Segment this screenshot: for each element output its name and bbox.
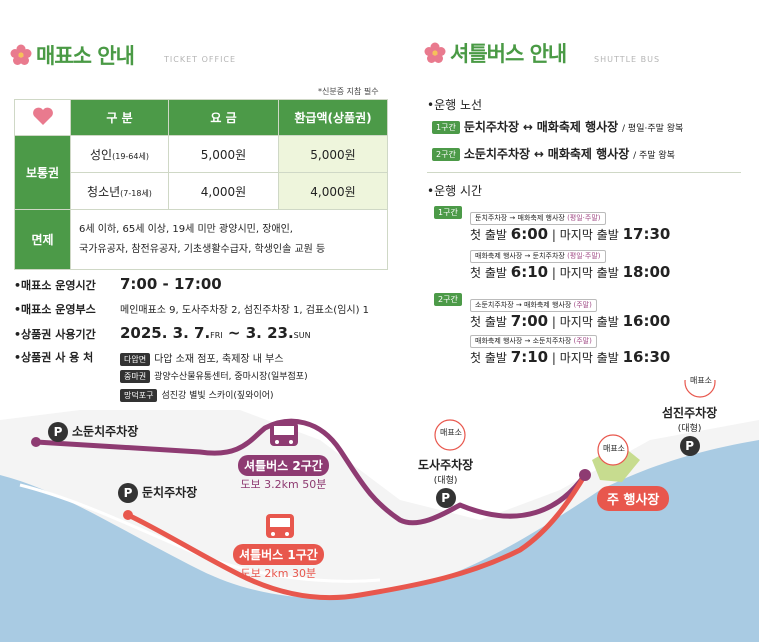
shuttle-section-title: 셔틀버스 안내: [450, 42, 567, 66]
route-map: [0, 380, 759, 642]
period-end: 3. 23.: [245, 324, 294, 342]
bus-2-icon: [270, 422, 298, 446]
bus-1-icon: [266, 514, 294, 538]
ticket-section-subtitle: TICKET OFFICE: [164, 55, 237, 64]
river: [0, 440, 759, 642]
period-sep: ~: [222, 324, 246, 342]
youth-label: 청소년(7-18세): [70, 172, 169, 210]
route-1-line: [125, 472, 588, 601]
dosa-parking: 도사주차장 (대형) P: [418, 456, 473, 508]
table-corner: [14, 99, 71, 136]
hours-value: 7:00 - 17:00: [120, 275, 222, 293]
divider: [427, 172, 741, 173]
adult-fee: 5,000원: [168, 135, 279, 173]
exempt-label: 면제: [14, 209, 71, 270]
schedule-2-tag: 2구간: [434, 293, 462, 306]
voucher-period-label: •상품권 사용기간: [14, 328, 96, 341]
schedule-1-leg-2: 매화축제 행사장 → 둔치주차장 (평일·주말) 첫 출발 6:10 | 마지막…: [470, 250, 671, 281]
adult-refund: 5,000원: [278, 135, 388, 173]
shuttle-section-subtitle: SHUTTLE BUS: [594, 55, 661, 64]
youth-fee: 4,000원: [168, 172, 279, 210]
bus-2-info: 셔틀버스 2구간 도보 3.2km 50분: [238, 455, 329, 492]
map-pin-icon: [597, 434, 629, 466]
schedule-1-leg-1: 둔치주차장 → 매화축제 행사장 (평일·주말) 첫 출발 6:00 | 마지막…: [470, 212, 671, 243]
venue-marker: [579, 469, 591, 481]
booth-label: •매표소 운영부스: [14, 303, 96, 316]
voucher-places-label: •상품권 사 용 처: [14, 351, 94, 364]
route-heading: •운행 노선: [427, 98, 483, 112]
booth-row: •매표소 운영부스 메인매표소 9, 도사주차장 2, 섬진주차장 1, 검표소(…: [14, 301, 369, 317]
period-end-day: SUN: [293, 331, 311, 340]
period-start: 2025. 3. 7.: [120, 324, 211, 342]
schedule-1-tag: 1구간: [434, 206, 462, 219]
ticket-price-table: 구 분 요 금 환급액(상품권) 보통권 성인(19-64세) 5,000원 5…: [14, 99, 388, 270]
schedule-2-leg-2: 매화축제 행사장 → 소둔치주차장 (주말) 첫 출발 7:10 | 마지막 출…: [470, 335, 671, 366]
time-heading: •운행 시간: [427, 184, 483, 198]
ticket-pin-dosa: 매표소: [439, 428, 463, 437]
hours-label: •매표소 운영시간: [14, 279, 96, 292]
plum-flower-icon: [10, 44, 32, 65]
plum-flower-icon: [424, 42, 446, 63]
ticket-section-title: 매표소 안내: [36, 44, 135, 68]
general-ticket-label: 보통권: [14, 135, 71, 210]
bus-1-info: 셔틀버스 1구간 도보 2km 30분: [233, 544, 324, 581]
route-2-line: [33, 418, 463, 526]
adult-label: 성인(19-64세): [70, 135, 169, 173]
sodunchi-marker: [31, 437, 41, 447]
seomjin-parking: 섬진주차장 (대형) P: [662, 404, 717, 456]
id-required-note: *신분증 지참 필수: [318, 87, 379, 96]
ticket-pin-venue: 매표소: [602, 444, 626, 453]
header-refund: 환급액(상품권): [278, 99, 388, 136]
header-category: 구 분: [70, 99, 169, 136]
table-row: 청소년(7-18세) 4,000원 4,000원: [15, 172, 388, 210]
main-venue-label: 주 행사장: [597, 486, 670, 511]
exempt-description: 6세 이하, 65세 이상, 19세 미만 광양시민, 장애인, 국가유공자, …: [70, 209, 388, 270]
booth-value: 메인매표소 9, 도사주차장 2, 섬진주차장 1, 검표소(임시) 1: [120, 305, 370, 316]
heart-icon: [32, 107, 53, 125]
voucher-period-row: •상품권 사용기간 2025. 3. 7.FRI ~ 3. 23.SUN: [14, 324, 311, 342]
header-fee: 요 금: [168, 99, 279, 136]
table-row: 보통권 성인(19-64세) 5,000원 5,000원: [14, 135, 388, 210]
map-pin-icon: [684, 380, 716, 398]
youth-refund: 4,000원: [278, 172, 388, 210]
dunchi-marker: [123, 510, 133, 520]
ticket-pin-seomjin: 매표소: [689, 376, 713, 385]
table-row: 면제 6세 이하, 65세 이상, 19세 미만 광양시민, 장애인, 국가유공…: [14, 209, 388, 270]
period-start-day: FRI: [210, 331, 223, 340]
schedule-2-leg-1: 소둔치주차장 → 매화축제 행사장 (주말) 첫 출발 7:00 | 마지막 출…: [470, 299, 671, 330]
hours-row: •매표소 운영시간 7:00 - 17:00: [14, 275, 222, 293]
map-pin-icon: [434, 419, 466, 451]
